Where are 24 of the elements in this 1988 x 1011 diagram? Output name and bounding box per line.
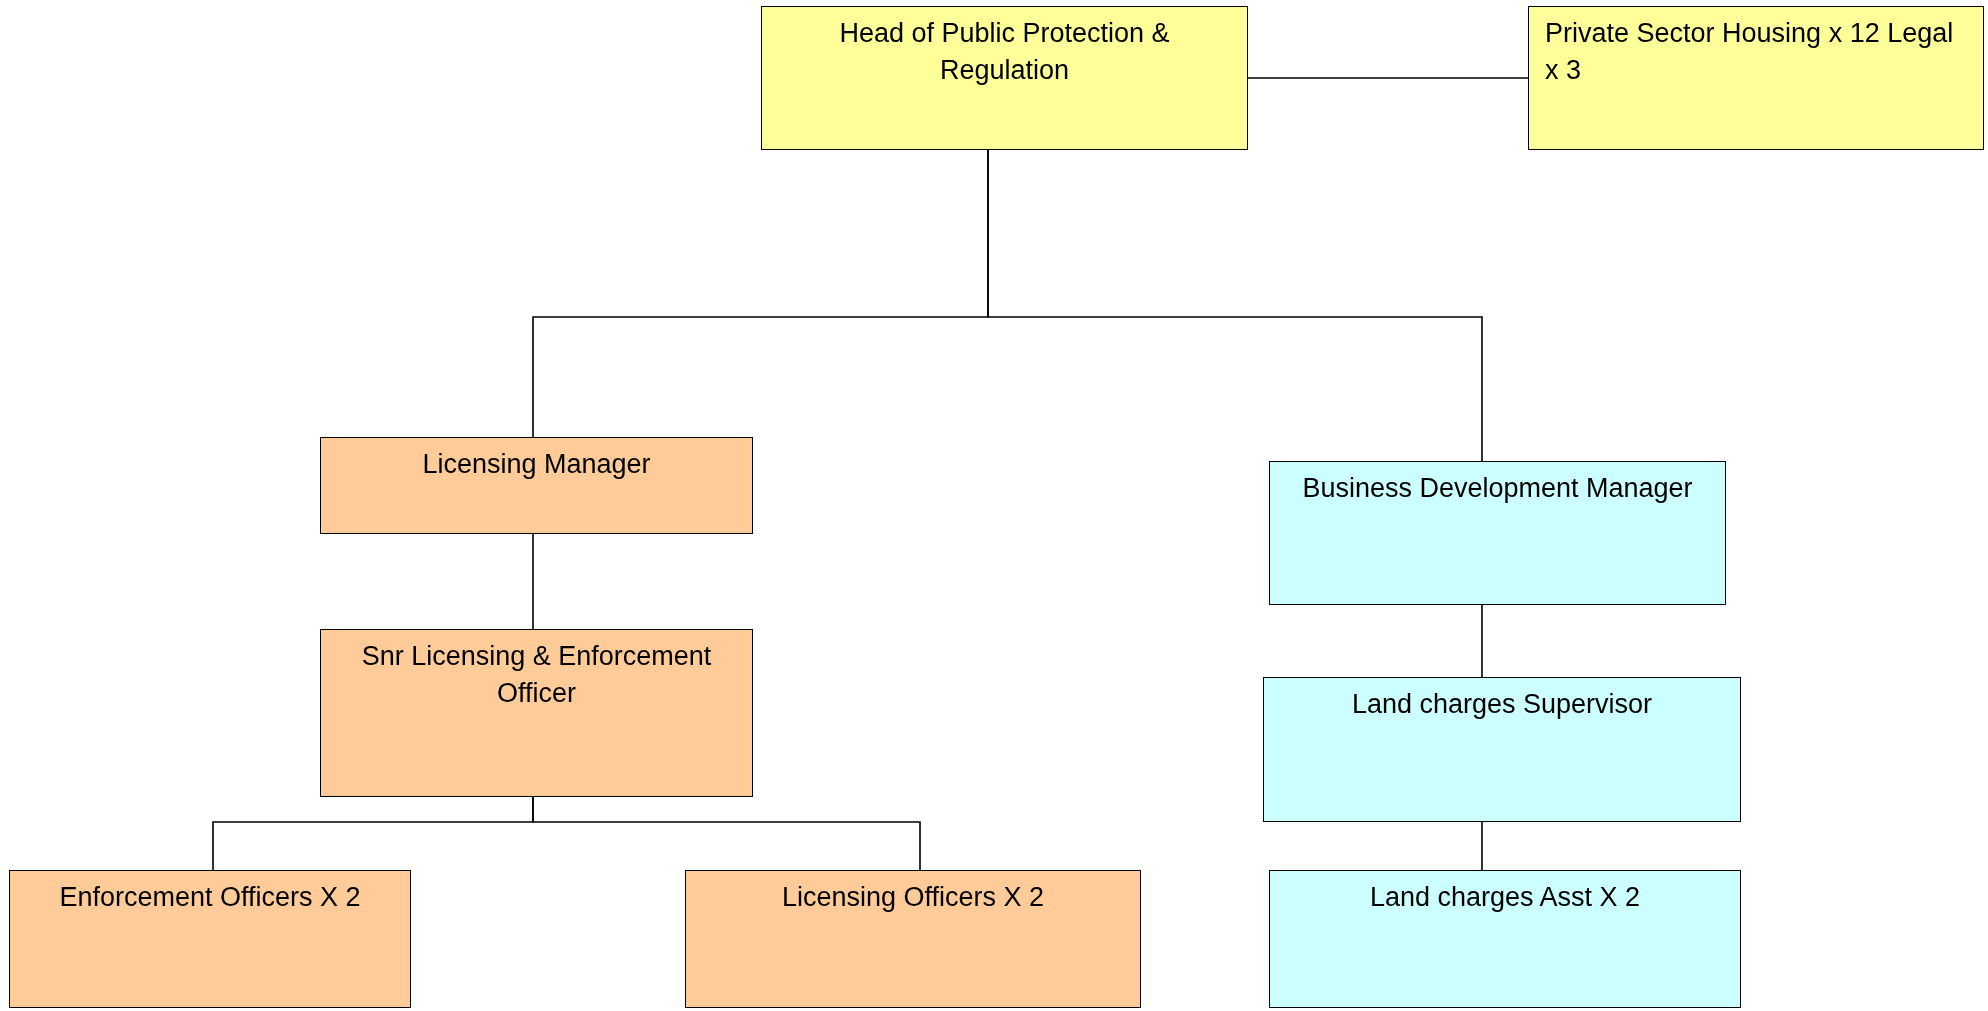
- org-box: [1269, 870, 1741, 1008]
- connector-line: [1481, 821, 1483, 871]
- connector-line: [532, 796, 921, 871]
- role-title: Head of Public Protection & Regulation: [838, 17, 1171, 87]
- org-box: [1263, 677, 1741, 822]
- role-title: Licensing Officers X 2: [780, 881, 1046, 914]
- connector-line: [1247, 77, 1529, 79]
- role-title: Licensing Manager: [421, 448, 652, 481]
- role-title: Snr Licensing & Enforcement Officer: [360, 640, 713, 710]
- org-box: [1269, 461, 1726, 605]
- role-title: Land charges Supervisor: [1350, 688, 1654, 721]
- connector-line: [1481, 604, 1483, 678]
- org-box: [9, 870, 411, 1008]
- org-box: [761, 6, 1248, 150]
- connector-line: [987, 149, 1483, 462]
- role-title: Enforcement Officers X 2: [58, 881, 362, 914]
- role-title: Private Sector Housing x 12 Legal x 3: [1545, 17, 1955, 87]
- org-box: [1528, 6, 1984, 150]
- org-box: [320, 437, 753, 534]
- connector-line: [532, 533, 534, 630]
- org-box: [320, 629, 753, 797]
- role-title: Business Development Manager: [1301, 472, 1694, 505]
- role-title: Land charges Asst X 2: [1368, 881, 1642, 914]
- org-box: [685, 870, 1141, 1008]
